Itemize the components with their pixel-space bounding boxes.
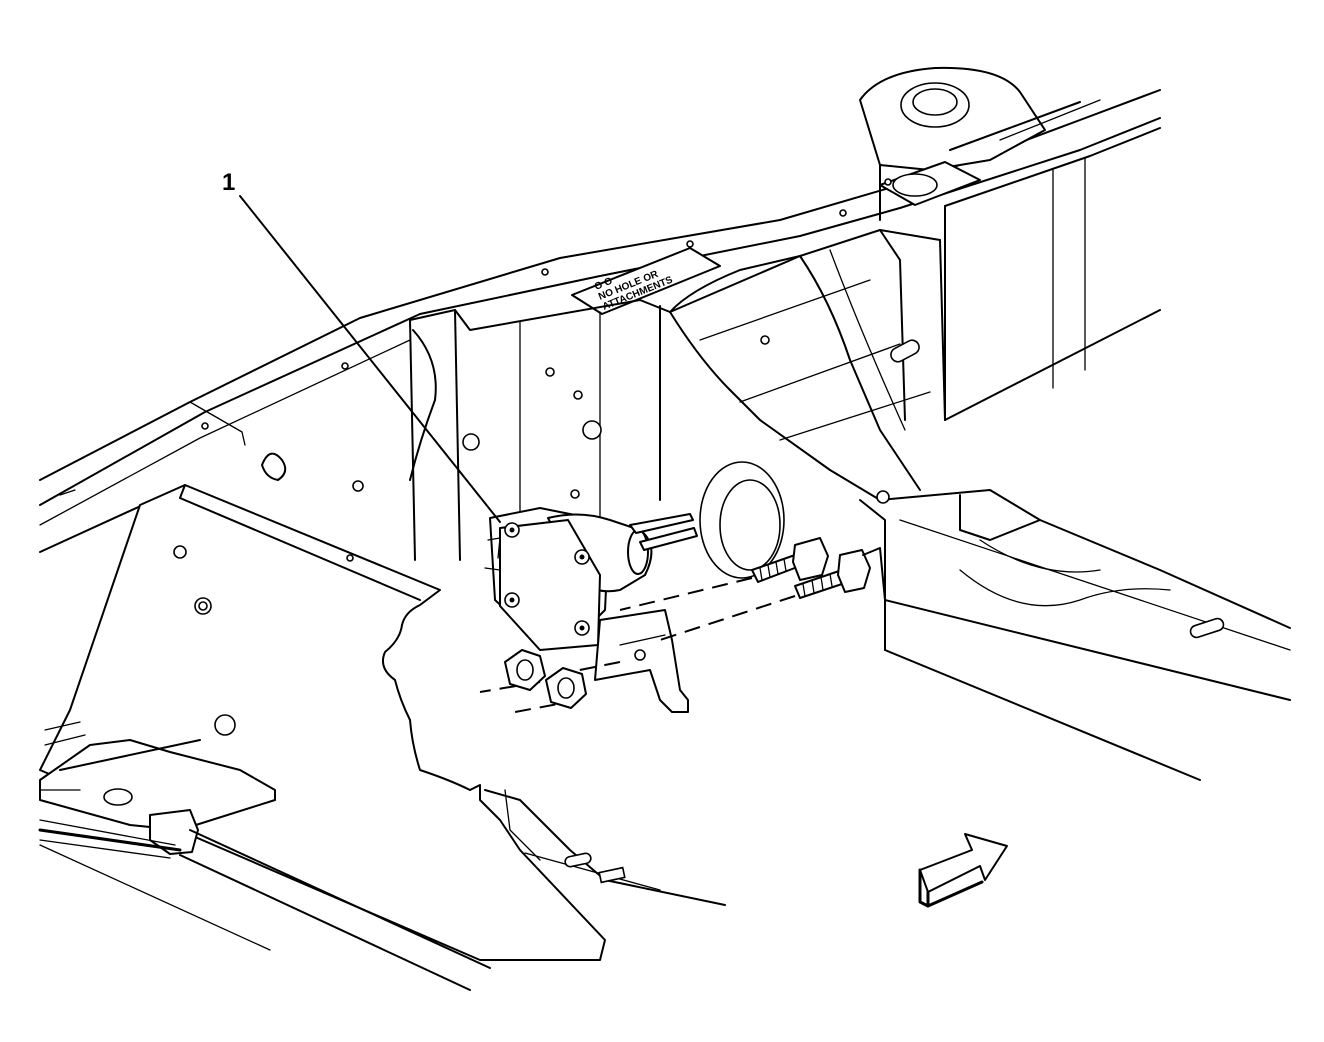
forward-direction-arrow-icon bbox=[918, 833, 1008, 908]
crossmember bbox=[409, 229, 1291, 781]
mounting-nuts bbox=[504, 649, 587, 709]
callout-1-label: 1 bbox=[222, 169, 235, 196]
lower-left-bracket bbox=[38, 721, 276, 859]
callout-1: 1 bbox=[222, 169, 501, 523]
sensor-mounting-bracket bbox=[594, 609, 689, 713]
left-mounting-plate bbox=[39, 484, 606, 961]
frame-rail-front bbox=[39, 789, 726, 991]
sensor-assembly bbox=[484, 507, 698, 651]
mounting-bolts bbox=[751, 537, 886, 601]
frame-rear-bracket bbox=[859, 66, 1101, 221]
callout-1-leader bbox=[239, 195, 501, 523]
frame-label-plate: NO HOLE OR ATTACHMENTS O O bbox=[571, 247, 721, 315]
